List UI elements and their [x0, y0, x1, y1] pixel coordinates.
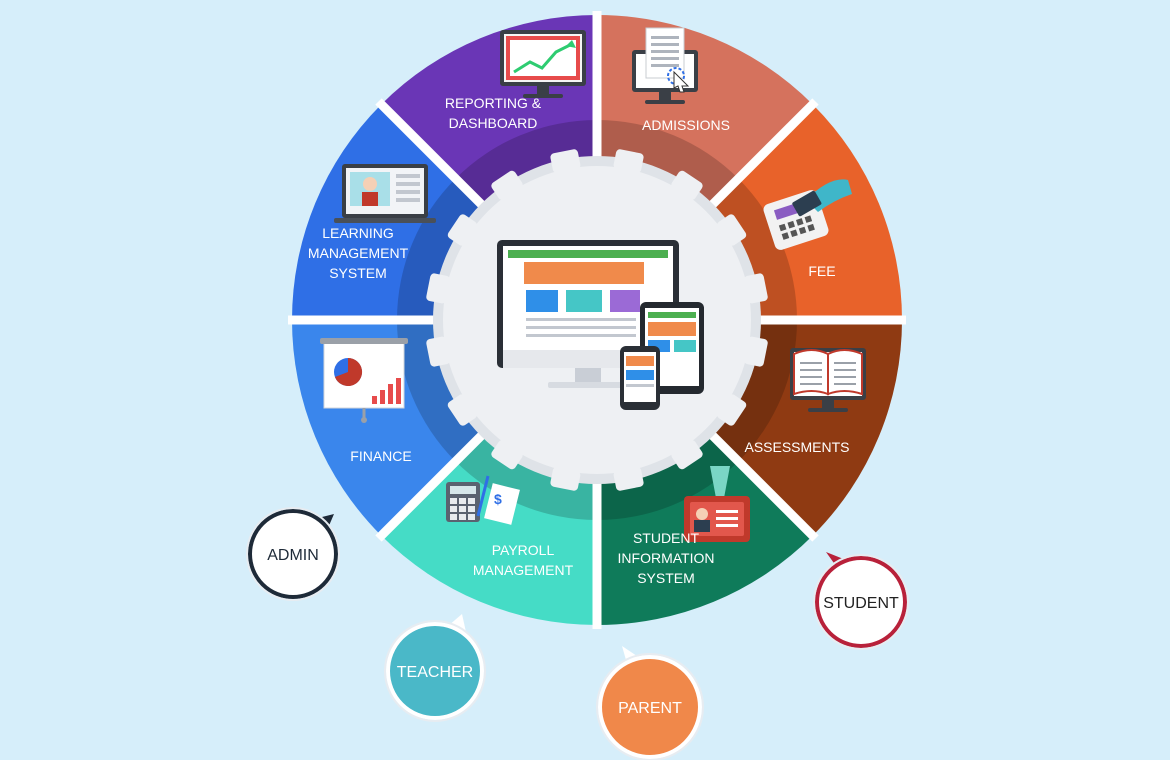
svg-text:$: $ [494, 491, 502, 507]
role-label-teacher: TEACHER [397, 664, 473, 681]
role-bubble-parent: PARENT [597, 646, 703, 760]
role-bubble-teacher: TEACHER [385, 614, 485, 721]
role-label-admin: ADMIN [267, 547, 319, 564]
segment-label-line: MANAGEMENT [308, 245, 409, 261]
segment-label-line: STUDENT [633, 530, 700, 546]
segment-label-line: ASSESSMENTS [744, 439, 849, 455]
segment-label-line: LEARNING [322, 225, 394, 241]
segment-label-line: DASHBOARD [449, 115, 538, 131]
segment-label-assessments: ASSESSMENTS [744, 439, 849, 455]
segment-label-fee: FEE [808, 263, 835, 279]
role-bubble-student: STUDENT [814, 552, 908, 649]
segment-label-line: REPORTING & [445, 95, 542, 111]
role-label-parent: PARENT [618, 700, 682, 717]
segment-label-admissions: ADMISSIONS [642, 117, 730, 133]
segment-label-line: SYSTEM [329, 265, 387, 281]
segment-label-line: MANAGEMENT [473, 562, 574, 578]
segment-label-line: SYSTEM [637, 570, 695, 586]
segment-label-line: FEE [808, 263, 835, 279]
segment-label-line: ADMISSIONS [642, 117, 730, 133]
segment-label-line: FINANCE [350, 448, 411, 464]
segment-label-line: INFORMATION [618, 550, 715, 566]
segment-label-line: PAYROLL [492, 542, 555, 558]
segment-label-finance: FINANCE [350, 448, 411, 464]
role-label-student: STUDENT [823, 595, 899, 612]
role-bubble-admin: ADMIN [247, 508, 339, 600]
video-lesson-laptop-icon [334, 164, 436, 223]
